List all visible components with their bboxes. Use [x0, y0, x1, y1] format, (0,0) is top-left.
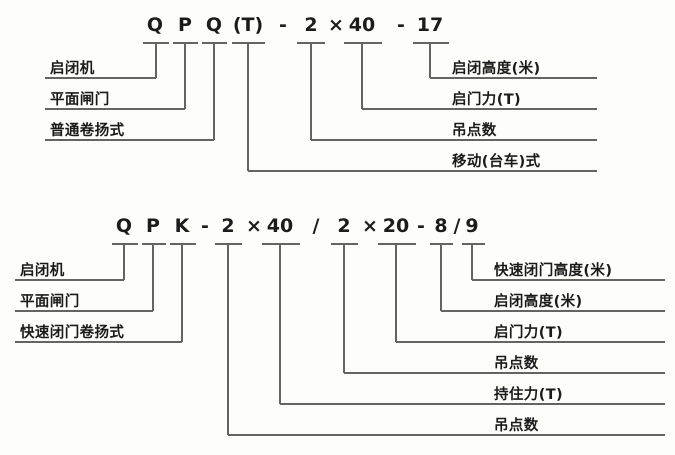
code-sep-dash1: -	[279, 14, 287, 36]
label-qpk-left-hoist: 启闭机	[20, 263, 65, 279]
label-qpk-right-points1: 吊点数	[494, 356, 539, 372]
label-qpq-right-mobile: 移动(台车)式	[452, 154, 541, 170]
code-sep-dash2: -	[417, 215, 425, 237]
label-qpq-right-points: 吊点数	[452, 123, 497, 139]
code-char-points1: 2	[221, 215, 235, 237]
code-sep-times1: ×	[246, 215, 262, 237]
code-sep-slash1: /	[312, 215, 320, 237]
code-sep-slash2: /	[453, 215, 461, 237]
code-sep-times2: ×	[362, 215, 378, 237]
code-char-points: 2	[304, 14, 318, 36]
code-char-force: 20	[382, 215, 410, 237]
label-qpq-left-hoist: 启闭机	[50, 61, 95, 77]
label-qpk-right-height: 启闭高度(米)	[494, 294, 583, 310]
label-qpk-right-fastheight: 快速闭门高度(米)	[494, 263, 613, 279]
code-char-q: Q	[115, 215, 133, 237]
code-sep-times: ×	[328, 14, 344, 36]
label-qpq-right-force: 启门力(T)	[452, 92, 522, 108]
code-char-p: P	[146, 215, 160, 237]
code-char-height: 8	[434, 215, 448, 237]
code-char-force: 40	[348, 14, 376, 36]
code-char-p: P	[178, 14, 192, 36]
code-char-points2: 2	[337, 215, 351, 237]
code-char-q2: Q	[205, 14, 223, 36]
label-qpk-right-holding: 持住力(T)	[494, 387, 564, 403]
code-sep-dash1: -	[201, 215, 209, 237]
label-qpk-left-gate: 平面闸门	[20, 294, 80, 310]
code-char-fastheight: 9	[465, 215, 479, 237]
label-qpk-left-type: 快速闭门卷扬式	[20, 325, 125, 341]
code-char-holding: 40	[266, 215, 294, 237]
code-sep-dash2: -	[397, 14, 405, 36]
label-qpq-left-type: 普通卷扬式	[50, 123, 125, 139]
label-qpk-right-points2: 吊点数	[494, 418, 539, 434]
code-char-q1: Q	[146, 14, 164, 36]
code-char-height: 17	[416, 14, 444, 36]
label-qpk-right-force: 启门力(T)	[494, 325, 564, 341]
code-char-t: (T)	[232, 14, 264, 36]
code-char-k: K	[174, 215, 190, 237]
label-qpq-left-gate: 平面闸门	[50, 92, 110, 108]
label-qpq-right-height: 启闭高度(米)	[452, 61, 541, 77]
